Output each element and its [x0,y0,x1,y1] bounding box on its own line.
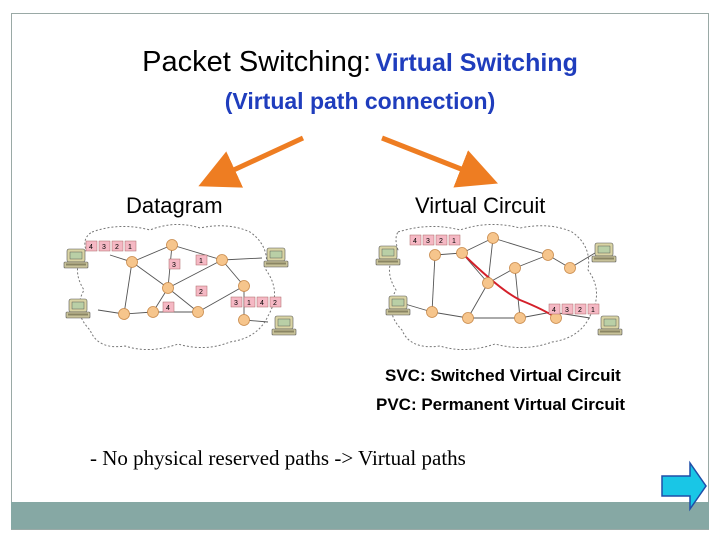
packet-label: 1 [452,238,456,245]
network-node [216,254,228,266]
datagram-packets-in-transit: 3 1 2 4 [162,254,208,313]
packet-label: 3 [565,307,569,314]
packet-label: 3 [102,244,106,251]
network-node [429,249,441,261]
network-node [514,312,526,324]
right-arrow-icon [661,460,707,512]
next-slide-button[interactable] [661,460,707,512]
network-node [238,280,250,292]
network-node [462,312,474,324]
packet-label: 1 [591,307,595,314]
pvc-definition: PVC: Permanent Virtual Circuit [376,395,626,414]
computer-icon [591,242,617,263]
computer-icon [271,315,297,336]
datagram-cloud [77,224,275,350]
network-node [482,277,494,289]
network-node [426,306,438,318]
network-node [147,306,159,318]
slide-frame [11,13,709,530]
virtual-circuit-path [461,252,557,319]
vc-cloud [389,224,597,350]
packet-label: 4 [166,305,170,312]
arrow-right [381,135,498,188]
network-node [564,262,576,274]
computer-icon [263,247,289,268]
svc-definition: SVC: Switched Virtual Circuit [385,366,621,385]
packet-label: 1 [247,300,251,307]
packet-label: 4 [552,307,556,314]
datagram-packets-bottom: 3 1 4 2 [230,296,282,308]
vc-packets-bottom: 4 3 2 1 [548,303,600,315]
title-main: Packet Switching: [142,46,372,78]
virtual-circuit-label: Virtual Circuit [415,193,546,218]
title-sub: Virtual Switching [375,49,578,77]
network-node [126,256,138,268]
virtual-circuit-network: 4 3 2 1 4 3 2 1 [375,224,623,350]
packet-label: 3 [426,238,430,245]
packet-label: 4 [89,244,93,251]
packet-label: 2 [578,307,582,314]
arrow-left [198,135,305,188]
packet-label: 2 [115,244,119,251]
packet-label: 2 [199,289,203,296]
datagram-packets-top: 4 3 2 1 [85,240,137,252]
computer-icon [597,315,623,336]
computer-icon [375,245,401,266]
network-node [192,306,204,318]
network-node [118,308,130,320]
slide-subtitle: (Virtual path connection) [224,88,496,114]
slide-title: Packet Switching: Virtual Switching [0,46,720,79]
computer-icon [65,298,91,319]
network-node [509,262,521,274]
network-node [166,239,178,251]
packet-label: 4 [413,238,417,245]
packet-label: 3 [172,262,176,269]
packet-label: 1 [199,258,203,265]
computer-icon [63,248,89,269]
network-node [542,249,554,261]
packet-label: 2 [439,238,443,245]
network-node [238,314,250,326]
network-node [487,232,499,244]
packet-label: 2 [273,300,277,307]
packet-label: 4 [260,300,264,307]
computer-icon [385,295,411,316]
network-node [456,247,468,259]
footer-note: - No physical reserved paths -> Virtual … [90,446,466,470]
datagram-network: 4 3 2 1 3 1 4 2 3 1 2 4 [63,224,297,350]
vc-packets-top: 4 3 2 1 [409,234,461,246]
packet-label: 3 [234,300,238,307]
bottom-bar [11,502,709,529]
datagram-label: Datagram [126,193,223,218]
network-node [162,282,174,294]
packet-label: 1 [128,244,132,251]
